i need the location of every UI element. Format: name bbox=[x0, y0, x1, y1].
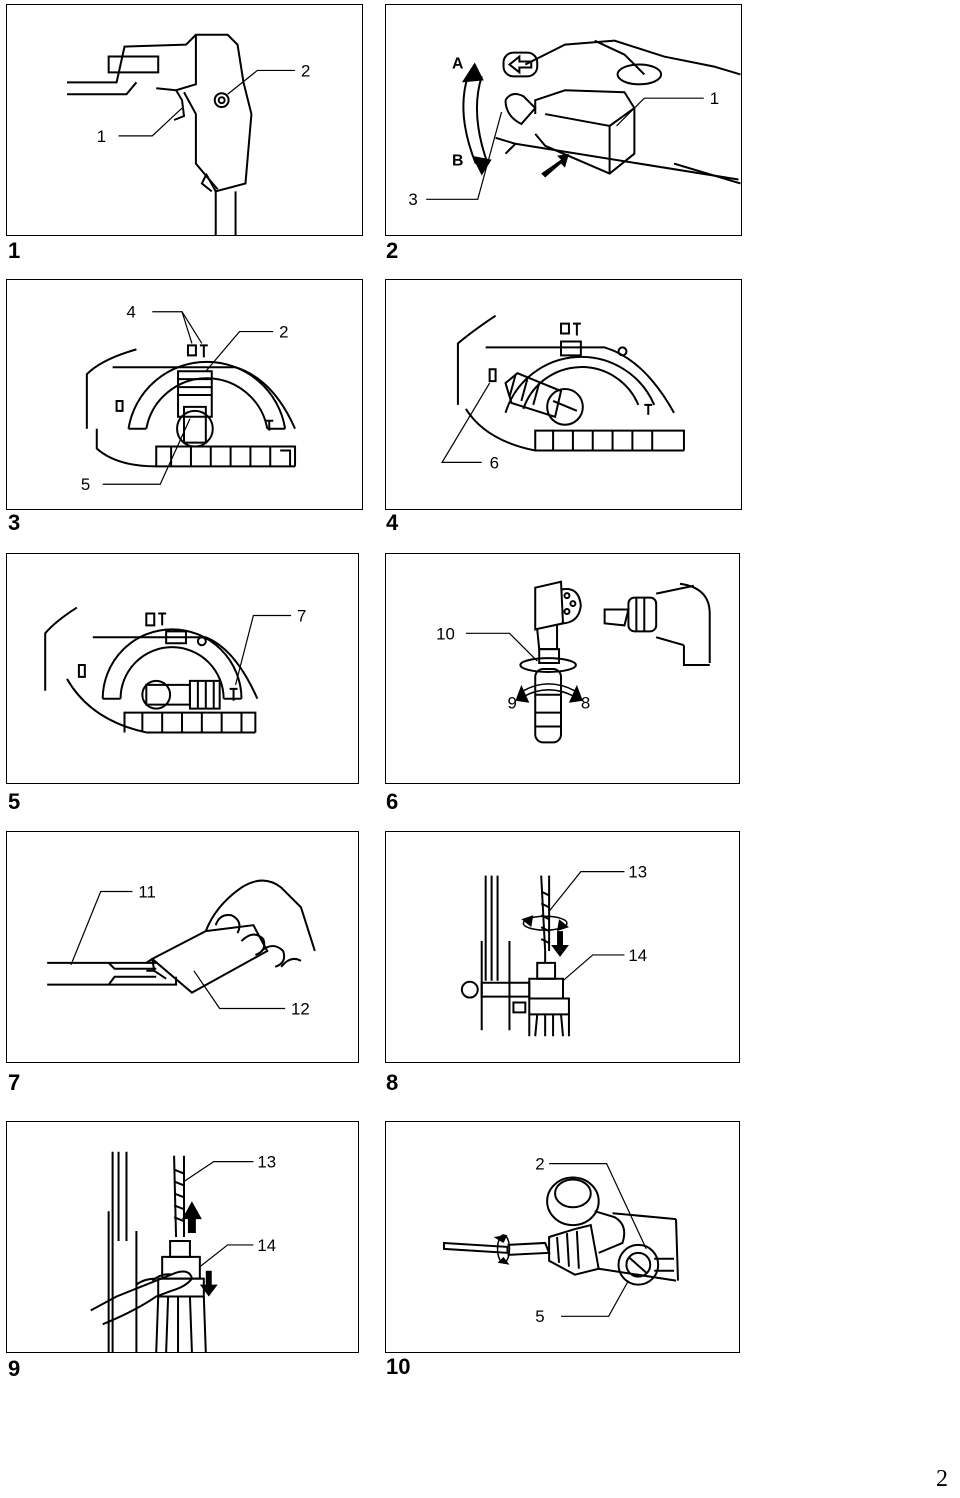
figure-2-number: 2 bbox=[386, 238, 399, 263]
figure-6-callout-9: 9 bbox=[507, 694, 516, 713]
figure-5-illustration: 7 bbox=[7, 606, 306, 783]
figure-2-panel: A B 3 1 bbox=[385, 4, 742, 236]
figure-9-panel: 13 14 bbox=[6, 1121, 359, 1353]
figure-9-callout-13: 13 bbox=[257, 1153, 276, 1172]
figure-3-number: 3 bbox=[8, 510, 21, 535]
figure-8-callout-13: 13 bbox=[628, 863, 647, 882]
figure-4-callout-6: 6 bbox=[490, 453, 499, 472]
figure-5-callout-7: 7 bbox=[297, 606, 306, 625]
figure-6-illustration: 10 9 8 bbox=[436, 554, 739, 783]
figure-9-illustration: 13 14 bbox=[7, 1122, 276, 1352]
figure-1-callout-1: 1 bbox=[97, 127, 106, 146]
figure-1-number: 1 bbox=[8, 238, 21, 263]
figure-4-illustration: 6 bbox=[386, 280, 741, 472]
figure-1-illustration: 1 2 bbox=[7, 5, 310, 235]
figure-7-illustration: 11 12 bbox=[7, 832, 358, 1018]
figure-6-callout-8: 8 bbox=[581, 694, 590, 713]
figure-10-panel: 2 5 bbox=[385, 1121, 740, 1353]
figure-8-panel: 13 14 bbox=[385, 831, 740, 1063]
figure-8-callout-14: 14 bbox=[628, 946, 647, 965]
figure-3-panel: 4 2 5 bbox=[6, 279, 363, 510]
figure-5-panel: 7 bbox=[6, 553, 359, 784]
figure-5-number: 5 bbox=[8, 789, 21, 814]
figure-9-callout-14: 14 bbox=[257, 1236, 276, 1255]
figure-10-illustration: 2 5 bbox=[386, 1155, 739, 1326]
figure-3-callout-2: 2 bbox=[279, 322, 288, 341]
figure-6-number: 6 bbox=[386, 789, 399, 814]
figure-2-illustration: A B 3 1 bbox=[408, 5, 741, 209]
figure-6-panel: 10 9 8 bbox=[385, 553, 740, 784]
figure-6-callout-10: 10 bbox=[436, 624, 455, 643]
figure-2-callout-3: 3 bbox=[408, 190, 417, 209]
figure-7-callout-11: 11 bbox=[138, 882, 156, 901]
figure-2-callout-1: 1 bbox=[710, 89, 719, 108]
figure-2-letter-b: B bbox=[452, 153, 463, 170]
figure-3-illustration: 4 2 5 bbox=[81, 303, 362, 494]
figure-10-number: 10 bbox=[386, 1354, 411, 1379]
figure-9-number: 9 bbox=[8, 1356, 21, 1381]
figure-3-callout-5: 5 bbox=[81, 475, 90, 494]
figure-4-panel: 6 bbox=[385, 279, 742, 510]
figure-3-callout-4: 4 bbox=[127, 303, 136, 322]
figure-4-number: 4 bbox=[386, 510, 399, 535]
figure-7-panel: 11 12 bbox=[6, 831, 359, 1063]
figure-1-callout-2: 2 bbox=[301, 61, 310, 80]
figure-2-letter-a: A bbox=[452, 55, 464, 72]
figure-1-panel: 1 2 bbox=[6, 4, 363, 236]
figure-10-callout-2: 2 bbox=[535, 1155, 544, 1174]
figure-7-callout-12: 12 bbox=[291, 999, 310, 1018]
figure-8-number: 8 bbox=[386, 1070, 399, 1095]
page-number: 2 bbox=[936, 1466, 948, 1492]
figure-8-illustration: 13 14 bbox=[386, 863, 647, 1062]
figure-10-callout-5: 5 bbox=[535, 1307, 544, 1326]
figure-7-number: 7 bbox=[8, 1070, 21, 1095]
